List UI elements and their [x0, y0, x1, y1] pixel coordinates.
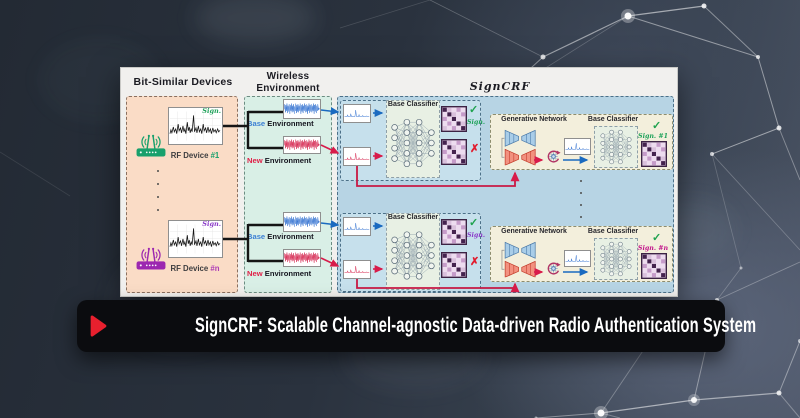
base-classifier-label-row1b: Base Classifier: [587, 116, 639, 123]
base-environment-label-row2: Base Environment: [247, 232, 314, 241]
rf-device1-router-icon: [134, 132, 168, 158]
base-env-signal-row1: [283, 99, 321, 119]
matched-sign-label-row2: Sign.: [466, 232, 486, 239]
rf-device2-label: RF Device #n: [164, 264, 226, 273]
neural-network-icon: [595, 239, 637, 279]
cross-icon: ✗: [470, 143, 480, 155]
matched-sign-label-row1: Sign.: [466, 119, 486, 126]
rf-device2-id: #n: [210, 264, 220, 273]
environment-word: Environment: [267, 232, 314, 241]
new-word: New: [247, 269, 263, 278]
rf-device2-name: RF Device: [170, 264, 209, 273]
cross-icon: ✗: [470, 256, 480, 268]
autoencoder-icon: [498, 238, 536, 280]
classifier-input-base-row1: [343, 104, 371, 123]
base-env-signal-row2: [283, 212, 321, 232]
base-word: Base: [247, 119, 266, 128]
base-environment-label-row1: Base Environment: [247, 119, 314, 128]
environment-word: Environment: [264, 156, 312, 165]
confusion-matrix-icon: [641, 141, 667, 167]
wireless-title-line2: Environment: [256, 82, 320, 94]
retrain-cycle-icon: [545, 260, 562, 277]
regenerated-signal-row1: [564, 138, 591, 155]
neural-network-icon: [389, 112, 437, 174]
title-banner: SignCRF: Scalable Channel-agnostic Data-…: [77, 300, 756, 352]
output-sign-label-row1: Sign. #1: [638, 133, 668, 140]
wireless-section-title: Wireless Environment: [240, 71, 336, 94]
signcrf-section-title: SignCRF: [469, 80, 531, 93]
new-env-signal-row1: [283, 136, 321, 154]
base-classifier-label-row1: Base Classifier: [387, 101, 439, 108]
neural-network-icon: [389, 225, 437, 286]
devices-section-title: Bit-Similar Devices: [133, 76, 233, 88]
classifier-input-new-row2: [343, 260, 371, 279]
wireless-title-line1: Wireless: [266, 71, 310, 82]
rf-device1-id: #1: [210, 151, 220, 160]
confusion-matrix-icon: [641, 253, 667, 279]
check-icon: ✓: [652, 120, 662, 132]
rf-device1-name: RF Device: [170, 151, 209, 160]
confusion-matrix-icon: [441, 252, 467, 278]
neural-network-icon: [595, 127, 637, 167]
output-sign-label-row2: Sign. #n: [637, 245, 669, 252]
base-word: Base: [247, 232, 266, 241]
generative-network-label-row1: Generative Network: [501, 116, 567, 123]
check-icon: ✓: [469, 104, 479, 116]
classifier-input-base-row2: [343, 217, 371, 236]
regenerated-signal-row2: [564, 250, 591, 267]
base-classifier-label-row2: Base Classifier: [387, 214, 439, 221]
classifier-input-new-row1: [343, 147, 371, 166]
new-environment-label-row1: New Environment: [247, 156, 311, 165]
confusion-matrix-icon: [441, 139, 467, 165]
new-word: New: [247, 156, 263, 165]
environment-word: Environment: [267, 119, 314, 128]
environment-word: Environment: [264, 269, 312, 278]
rf-device1-label: RF Device #1: [164, 151, 226, 160]
device2-sign-label: Sign.: [202, 220, 221, 228]
play-icon: [90, 315, 107, 337]
device1-signature-plot: Sign.: [168, 107, 223, 145]
rf-device2-router-icon: [134, 245, 168, 271]
new-env-signal-row2: [283, 249, 321, 267]
device2-signature-plot: Sign.: [168, 220, 223, 258]
check-icon: ✓: [469, 217, 479, 229]
device1-sign-label: Sign.: [202, 107, 221, 115]
new-environment-label-row2: New Environment: [247, 269, 311, 278]
check-icon: ✓: [652, 232, 662, 244]
retrain-cycle-icon: [545, 148, 562, 165]
generative-network-label-row2: Generative Network: [501, 228, 567, 235]
base-classifier-label-row2b: Base Classifier: [587, 228, 639, 235]
autoencoder-icon: [498, 126, 536, 168]
banner-title: SignCRF: Scalable Channel-agnostic Data-…: [195, 314, 757, 337]
